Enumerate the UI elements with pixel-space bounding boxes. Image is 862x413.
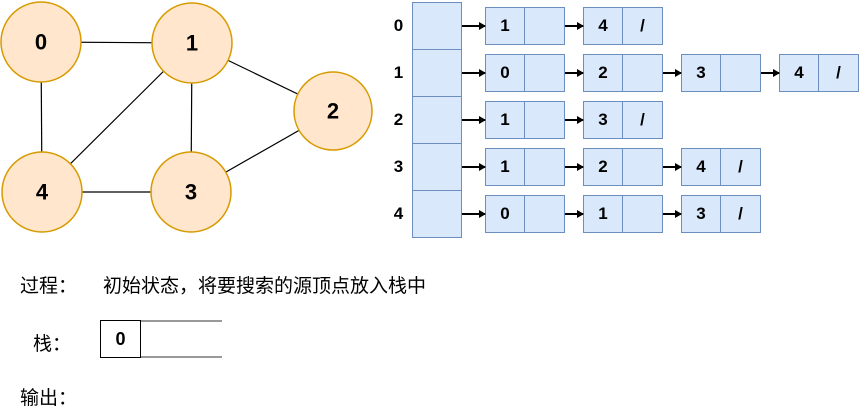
graph-node-label-4: 4 <box>36 180 49 205</box>
list-node-pointer: / <box>640 16 645 35</box>
graph-node-4 <box>1 151 83 233</box>
list-node-pointer <box>623 149 662 185</box>
list-node-value: 1 <box>486 102 525 138</box>
list-node: 3/ <box>681 195 761 233</box>
stack-cell: 0 <box>100 320 141 358</box>
list-node-value: 0 <box>486 196 525 232</box>
list-node-pointer: / <box>738 204 743 223</box>
arrow-right-icon <box>462 213 485 215</box>
arrow-right-icon <box>761 72 779 74</box>
arrow-right-icon <box>565 119 583 121</box>
list-node-pointer: / <box>640 110 645 129</box>
graph-node-0 <box>0 1 82 83</box>
list-node: 1 <box>485 101 565 139</box>
list-node-value: 4 <box>780 55 819 91</box>
process-label: 过程： <box>20 276 78 297</box>
adjacency-head-cell <box>412 143 462 191</box>
list-node-pointer <box>525 102 564 138</box>
graph-diagram: 0 1 2 3 4 <box>0 1 373 233</box>
list-node-pointer <box>525 8 564 44</box>
list-node-value: 3 <box>682 55 721 91</box>
arrow-right-icon <box>565 166 583 168</box>
list-node-value: 0 <box>486 55 525 91</box>
list-node: 4/ <box>779 54 859 92</box>
process-line: 过程： 初始状态，将要搜索的源顶点放入栈中 <box>20 271 426 298</box>
list-node-value: 4 <box>682 149 721 185</box>
adjacency-row-label: 4 <box>393 204 404 223</box>
list-node-pointer <box>623 55 662 91</box>
list-node-pointer <box>623 196 662 232</box>
list-node: 3/ <box>583 101 663 139</box>
arrow-right-icon <box>663 166 681 168</box>
adjacency-row-label: 1 <box>393 63 404 82</box>
list-node: 1 <box>485 7 565 45</box>
graph-node-label-1: 1 <box>186 31 198 56</box>
process-text: 初始状态，将要搜索的源顶点放入栈中 <box>103 276 427 297</box>
arrow-right-icon <box>565 72 583 74</box>
graph-node-3 <box>150 151 232 233</box>
list-node-pointer <box>525 196 564 232</box>
list-node: 1 <box>583 195 663 233</box>
list-node: 2 <box>583 54 663 92</box>
list-node: 0 <box>485 54 565 92</box>
adjacency-row-label: 2 <box>393 110 404 129</box>
list-node-value: 1 <box>486 149 525 185</box>
arrow-right-icon <box>462 72 485 74</box>
list-node-pointer <box>721 55 760 91</box>
adjacency-head-cell <box>412 190 462 238</box>
graph-node-label-0: 0 <box>35 30 47 55</box>
graph-node-1 <box>151 2 233 84</box>
list-node-value: 3 <box>682 196 721 232</box>
graph-node-label-3: 3 <box>185 180 197 205</box>
list-node-pointer: / <box>738 157 743 176</box>
arrow-right-icon <box>462 119 485 121</box>
adjacency-head-cell <box>412 96 462 144</box>
list-node: 4/ <box>583 7 663 45</box>
graph-node-2 <box>293 71 373 151</box>
arrow-right-icon <box>565 25 583 27</box>
stack-label: 栈： <box>33 334 72 355</box>
list-node: 4/ <box>681 148 761 186</box>
arrow-right-icon <box>462 166 485 168</box>
adjacency-head-cell <box>412 2 462 50</box>
list-node-pointer: / <box>836 63 841 82</box>
adjacency-row-label: 3 <box>393 157 404 176</box>
arrow-right-icon <box>663 213 681 215</box>
list-node: 3 <box>681 54 761 92</box>
list-node-value: 1 <box>486 8 525 44</box>
list-node-value: 2 <box>584 149 623 185</box>
adjacency-row-label: 0 <box>393 16 404 35</box>
graph-node-label-2: 2 <box>327 99 339 124</box>
list-node-value: 2 <box>584 55 623 91</box>
list-node: 1 <box>485 148 565 186</box>
list-node-pointer <box>525 55 564 91</box>
output-label: 输出： <box>20 388 78 409</box>
list-node-value: 1 <box>584 196 623 232</box>
list-node-value: 3 <box>584 102 623 138</box>
list-node: 2 <box>583 148 663 186</box>
stack-widget: 0 <box>100 320 222 358</box>
list-node-pointer <box>525 149 564 185</box>
arrow-right-icon <box>462 25 485 27</box>
list-node: 0 <box>485 195 565 233</box>
adjacency-head-cell <box>412 49 462 97</box>
list-node-value: 4 <box>584 8 623 44</box>
arrow-right-icon <box>565 213 583 215</box>
arrow-right-icon <box>663 72 681 74</box>
